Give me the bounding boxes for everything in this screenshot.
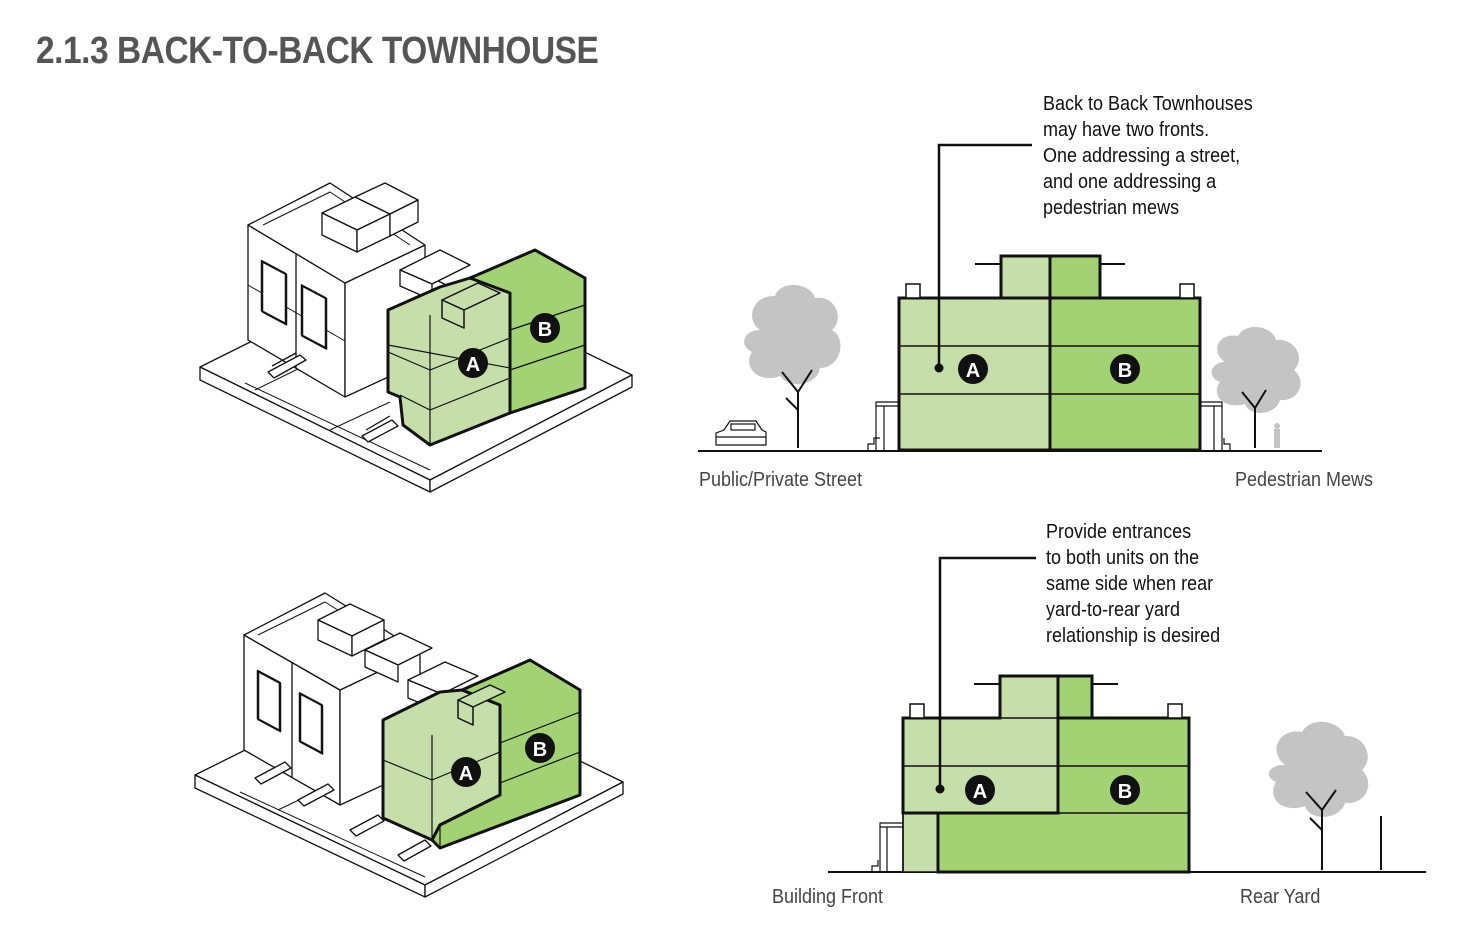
label-public-private-street: Public/Private Street bbox=[699, 469, 863, 491]
annotation-line: to both units on the bbox=[1046, 547, 1200, 569]
annotation-line: yard-to-rear yard bbox=[1046, 599, 1181, 621]
unit-b-marker bbox=[525, 733, 555, 763]
annotation-line: and one addressing a bbox=[1043, 171, 1217, 193]
label-rear-yard: Rear Yard bbox=[1240, 886, 1321, 908]
unit-b-marker bbox=[1110, 354, 1140, 384]
top-axonometric-diagram: A B bbox=[199, 182, 633, 493]
leader-line bbox=[938, 556, 1036, 789]
label-building-front: Building Front bbox=[772, 886, 884, 908]
unit-a-label: A bbox=[466, 354, 480, 376]
car-icon bbox=[715, 420, 767, 446]
unit-b-label: B bbox=[1118, 360, 1132, 382]
annotation-line: same side when rear bbox=[1046, 573, 1214, 595]
tree-icon bbox=[744, 284, 841, 448]
annotation-line: Back to Back Townhouses bbox=[1043, 93, 1253, 115]
annotation-line: One addressing a street, bbox=[1043, 145, 1241, 167]
bottom-axonometric-diagram: A B bbox=[194, 592, 624, 898]
tree-icon bbox=[1211, 326, 1301, 448]
leader-line bbox=[937, 143, 1032, 368]
unit-a-marker bbox=[451, 757, 481, 787]
unit-a-marker bbox=[458, 348, 488, 378]
bottom-annotation: Provide entrances to both units on the s… bbox=[1046, 519, 1220, 649]
leader-dot bbox=[935, 784, 945, 794]
unit-b-label: B bbox=[538, 319, 552, 341]
tree-icon bbox=[1268, 721, 1369, 870]
top-section-elevation: A B bbox=[698, 143, 1322, 452]
annotation-line: Provide entrances bbox=[1046, 521, 1192, 543]
label-pedestrian-mews: Pedestrian Mews bbox=[1235, 469, 1374, 491]
page-title: 2.1.3 BACK-TO-BACK TOWNHOUSE bbox=[36, 30, 599, 72]
unit-b-label: B bbox=[533, 739, 547, 761]
unit-a-label: A bbox=[966, 360, 980, 382]
top-annotation: Back to Back Townhouses may have two fro… bbox=[1043, 91, 1253, 221]
unit-a-label: A bbox=[973, 781, 987, 803]
annotation-line: relationship is desired bbox=[1046, 625, 1221, 647]
unit-a-marker bbox=[965, 775, 995, 805]
unit-b-label: B bbox=[1118, 781, 1132, 803]
leader-dot bbox=[934, 363, 944, 373]
unit-b-marker bbox=[1110, 775, 1140, 805]
annotation-line: may have two fronts. bbox=[1043, 119, 1210, 141]
unit-a-label: A bbox=[459, 763, 473, 785]
unit-a-marker bbox=[958, 354, 988, 384]
unit-b-marker bbox=[530, 313, 560, 343]
pedestrian-icon bbox=[1274, 423, 1280, 448]
annotation-line: pedestrian mews bbox=[1043, 197, 1180, 219]
bottom-section-elevation: A B bbox=[828, 556, 1426, 874]
